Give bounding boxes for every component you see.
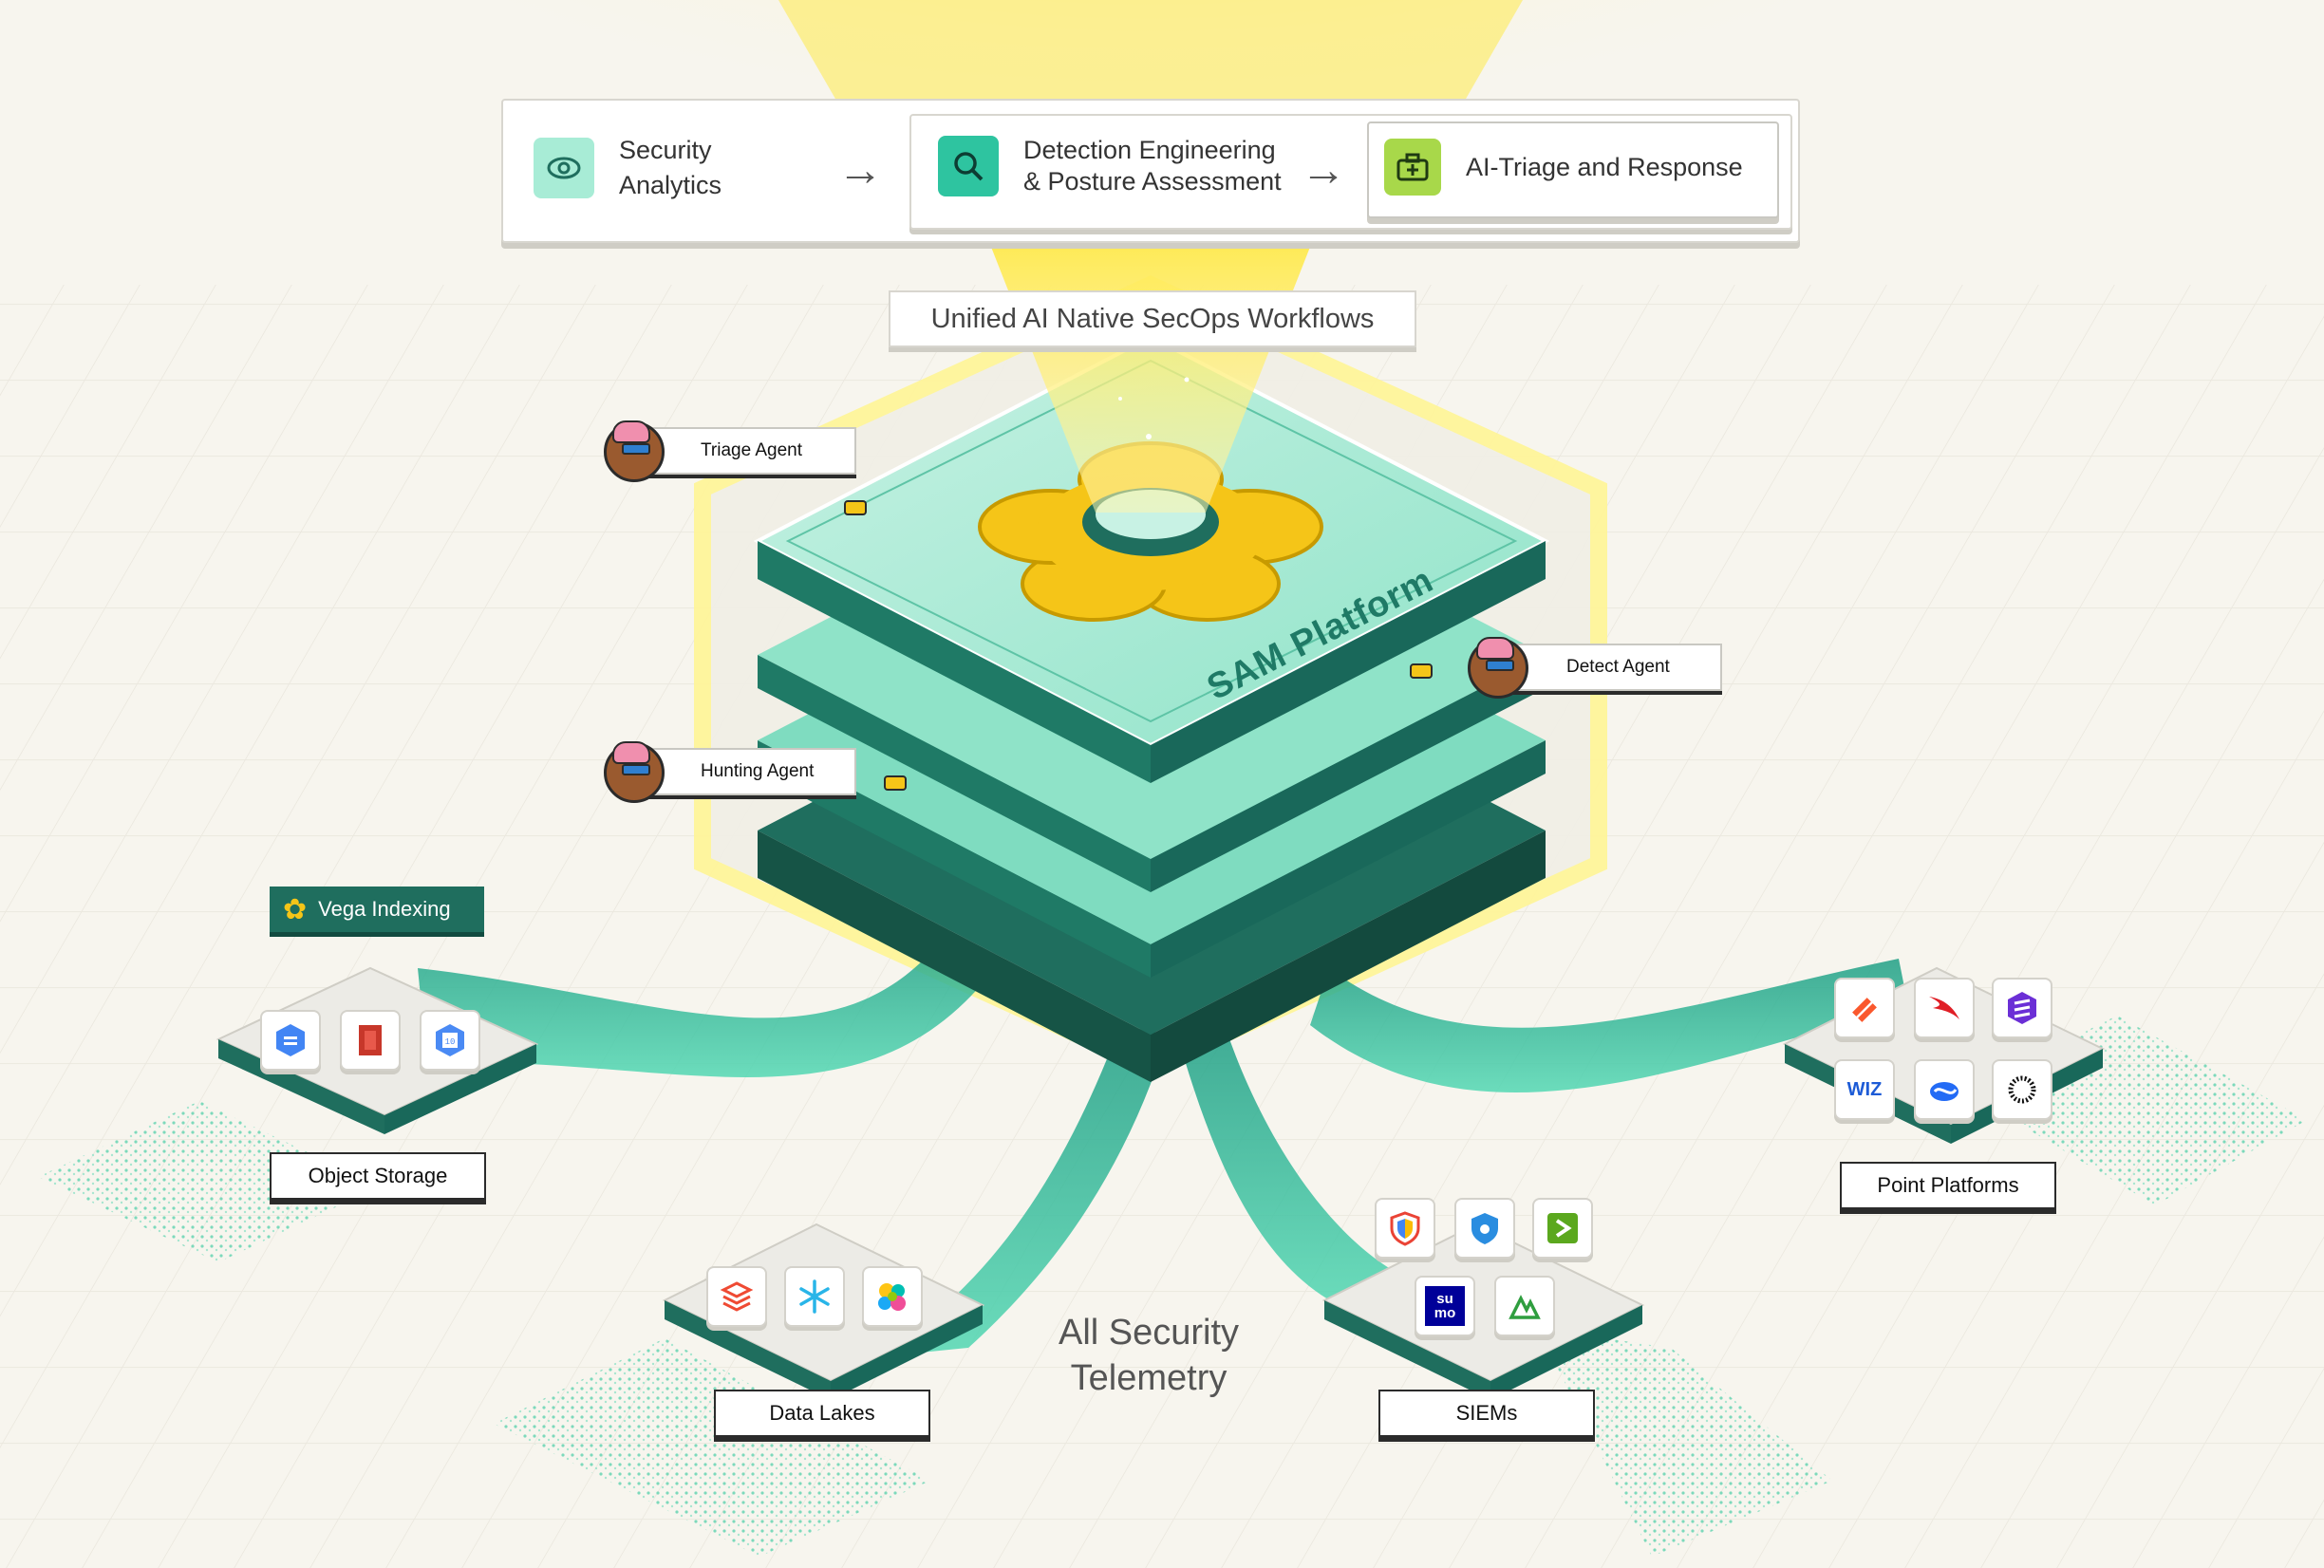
flower-icon: ✿ <box>283 893 307 926</box>
sentinelone-icon <box>1992 978 2052 1038</box>
okta-icon <box>1992 1059 2052 1120</box>
telemetry-line2: Telemetry <box>1006 1355 1291 1401</box>
detect-agent-label: Detect Agent <box>1511 644 1722 691</box>
wiz-icon: WIZ <box>1834 1059 1895 1120</box>
s3-icon <box>340 1010 401 1071</box>
step-label-line2: Analytics <box>619 168 722 203</box>
object-storage-label: Object Storage <box>270 1152 486 1200</box>
elastic-icon <box>862 1266 923 1327</box>
sumo-logic-icon: su mo <box>1415 1276 1475 1336</box>
cloud-storage-icon: 10 <box>420 1010 480 1071</box>
gcs-icon <box>260 1010 321 1071</box>
palo-alto-icon <box>1834 978 1895 1038</box>
splunk-icon <box>1532 1198 1593 1259</box>
triage-agent-avatar <box>604 421 665 482</box>
svg-text:10: 10 <box>445 1037 456 1047</box>
vega-indexing-label: ✿ Vega Indexing <box>270 887 484 932</box>
wiz-text: WIZ <box>1847 1079 1883 1101</box>
step-label-line2: & Posture Assessment <box>1023 166 1282 197</box>
sentinel-icon <box>1454 1198 1515 1259</box>
elastic-siem-icon <box>1494 1276 1555 1336</box>
detect-agent-avatar <box>1468 638 1528 699</box>
arrow-right-icon: → <box>837 148 883 194</box>
search-icon <box>938 136 999 196</box>
step-label-line1: AI-Triage and Response <box>1466 150 1743 185</box>
databricks-icon <box>706 1266 767 1327</box>
siems-label: SIEMs <box>1378 1390 1595 1437</box>
step-label-line1: Security <box>619 133 722 168</box>
step-ai-triage[interactable]: AI-Triage and Response <box>1384 139 1743 196</box>
hunting-agent-label: Hunting Agent <box>646 748 856 795</box>
crowdstrike-icon <box>1914 978 1975 1038</box>
sumo-logic-text: su mo <box>1425 1286 1465 1326</box>
triage-agent-label: Triage Agent <box>646 427 856 475</box>
vega-indexing-text: Vega Indexing <box>318 897 450 922</box>
telemetry-label: All Security Telemetry <box>1006 1310 1291 1401</box>
zscaler-icon <box>1914 1059 1975 1120</box>
medkit-icon <box>1384 139 1441 196</box>
hunting-agent-avatar <box>604 742 665 803</box>
step-detection-engineering[interactable]: Detection Engineering & Posture Assessme… <box>938 135 1282 197</box>
snowflake-icon <box>784 1266 845 1327</box>
step-security-analytics[interactable]: Security Analytics <box>534 133 722 203</box>
arrow-right-icon: → <box>1301 148 1346 194</box>
step-label-line1: Detection Engineering <box>1023 135 1282 166</box>
data-lakes-label: Data Lakes <box>714 1390 930 1437</box>
eye-icon <box>534 138 594 198</box>
telemetry-line1: All Security <box>1006 1310 1291 1355</box>
point-platforms-label: Point Platforms <box>1840 1162 2056 1209</box>
chronicle-icon <box>1375 1198 1435 1259</box>
unified-workflows-label: Unified AI Native SecOps Workflows <box>889 290 1416 347</box>
